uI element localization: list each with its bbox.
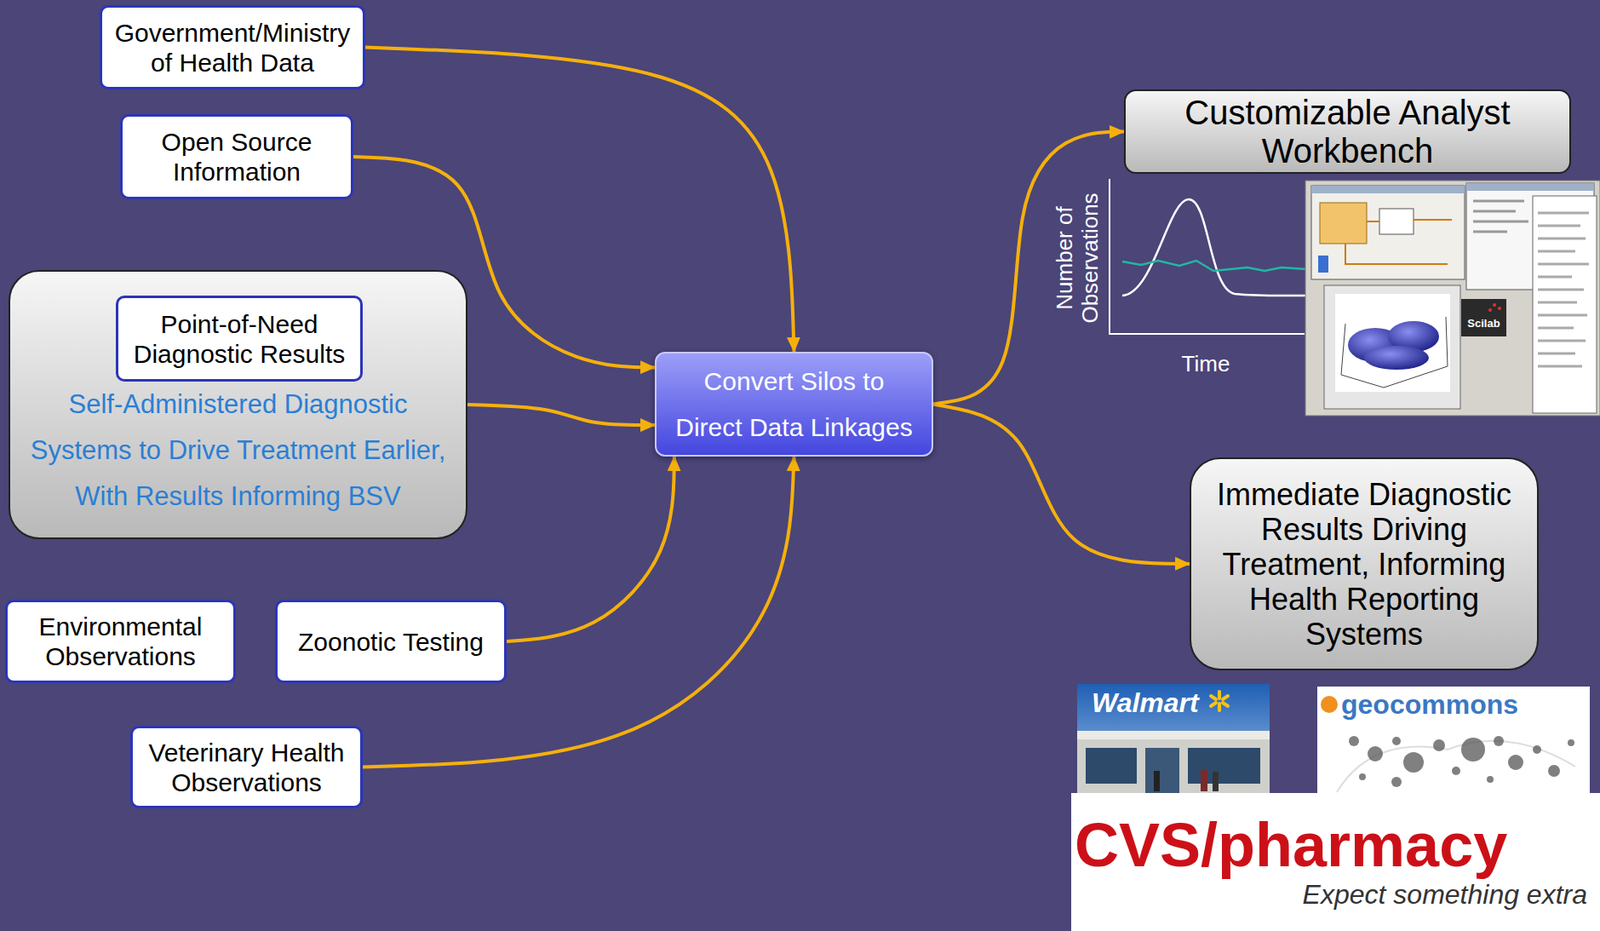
point: [1391, 776, 1402, 787]
point: [1493, 735, 1504, 746]
person: [1212, 771, 1219, 792]
point: [1348, 735, 1360, 746]
output-box: Customizable Analyst Workbench: [1124, 89, 1572, 174]
block: [1319, 202, 1367, 244]
slider: [1318, 255, 1329, 273]
point: [1486, 775, 1494, 783]
box-text: Veterinary Health Observations: [139, 737, 354, 798]
box-text: Environmental Observations: [14, 611, 227, 671]
source-box: Environmental Observations: [5, 599, 236, 683]
window: [1311, 185, 1465, 280]
plot-window: [1324, 285, 1461, 409]
text-bars: [1537, 212, 1589, 367]
group-panel: Self-Administered Diagnostic Systems to …: [8, 269, 468, 540]
plot-frame: [1341, 316, 1448, 388]
wire: [1345, 219, 1452, 264]
flow-arrow: [467, 404, 655, 425]
point: [1451, 766, 1461, 775]
source-box: Open Source Information: [120, 114, 354, 200]
axis-label: Number of Observations: [1051, 185, 1103, 331]
map-outline: [1336, 740, 1576, 792]
point: [1392, 736, 1401, 746]
sky: [1077, 683, 1270, 793]
logo-box: [1461, 298, 1507, 337]
x-axis: [1108, 332, 1305, 335]
flow-arrow: [506, 456, 675, 642]
surface: [1364, 345, 1429, 370]
axis-label: Time: [1163, 350, 1249, 377]
point: [1532, 745, 1542, 754]
logo-text: Walmart: [1091, 686, 1199, 719]
point: [1508, 754, 1524, 770]
box-text: Customizable Analyst Workbench: [1135, 93, 1560, 171]
box-text: Immediate Diagnostic Results Driving Tre…: [1203, 476, 1526, 652]
entrance: [1145, 747, 1180, 793]
logo-dot: [1320, 695, 1338, 713]
point: [1567, 739, 1575, 746]
workbench-screenshot: [1305, 180, 1600, 416]
trim: [1077, 730, 1270, 740]
source-box: Veterinary Health Observations: [130, 725, 363, 809]
output-box: Immediate Diagnostic Results Driving Tre…: [1189, 457, 1539, 671]
point: [1433, 739, 1446, 752]
source-box: Government/Ministry of Health Data: [99, 5, 366, 90]
box-text: Open Source Information: [129, 126, 345, 187]
logo-text: CVS/pharmacy: [1074, 810, 1508, 879]
data-points: [1348, 735, 1575, 787]
box-text: Convert Silos to Direct Data Linkages: [671, 358, 917, 451]
panel: [1532, 195, 1597, 413]
person: [1200, 768, 1208, 792]
title-bar: [1311, 185, 1465, 194]
window: [1085, 747, 1137, 784]
walmart-photo: [1077, 683, 1270, 793]
logo-text: geocommons: [1341, 688, 1519, 721]
block: [1379, 208, 1414, 235]
flow-arrow: [933, 131, 1125, 405]
logo-text: Scilab: [1461, 316, 1507, 331]
baseline-curve: [1122, 260, 1306, 271]
source-box: Point-of-Need Diagnostic Results: [115, 295, 363, 382]
process-box: Convert Silos to Direct Data Linkages: [654, 351, 934, 457]
point: [1367, 745, 1383, 762]
box-text: Government/Ministry of Health Data: [108, 17, 356, 78]
flow-arrow: [933, 404, 1190, 565]
cvs-panel: [1071, 792, 1600, 931]
slogan-text: Expect something extra: [1277, 878, 1588, 910]
plot-area: [1335, 293, 1451, 392]
dot: [1497, 306, 1502, 310]
point: [1461, 737, 1486, 762]
box-text: Zoonotic Testing: [298, 626, 484, 657]
person: [1153, 770, 1160, 792]
window: [1187, 747, 1261, 784]
peak-curve: [1122, 199, 1306, 296]
y-axis: [1108, 178, 1111, 335]
point: [1359, 773, 1366, 780]
point: [1403, 751, 1424, 773]
facade: [1077, 730, 1270, 793]
dot: [1492, 303, 1497, 307]
text-bars: [1473, 200, 1529, 232]
screen-ground: [1305, 180, 1600, 416]
source-box: Zoonotic Testing: [275, 599, 507, 683]
spark-logo: [1210, 691, 1228, 711]
box-text: Self-Administered Diagnostic Systems to …: [22, 381, 455, 520]
observation-chart: [1108, 178, 1306, 335]
title-bar: [1466, 183, 1595, 191]
dot: [1488, 308, 1492, 312]
box-text: Point-of-Need Diagnostic Results: [123, 309, 356, 369]
point: [1548, 764, 1560, 777]
